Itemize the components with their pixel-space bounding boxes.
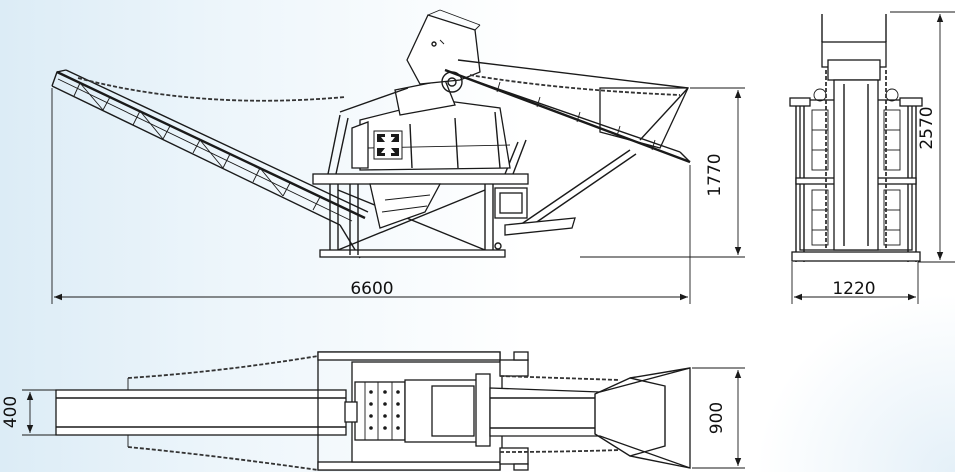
crusher-logo-icon xyxy=(373,130,403,160)
discharge-conveyor xyxy=(444,59,691,164)
front-view: 2570 1220 xyxy=(789,11,955,304)
dim-1220-label: 1220 xyxy=(832,279,875,299)
main-frame xyxy=(312,114,637,258)
dim-2570-label: 2570 xyxy=(917,106,937,149)
dim-1770-label: 1770 xyxy=(705,153,725,196)
dim-6600-label: 6600 xyxy=(350,279,393,299)
dim-900-label: 900 xyxy=(707,402,727,434)
crusher-body xyxy=(339,9,511,171)
dim-400-label: 400 xyxy=(1,396,21,428)
side-view: 6600 1770 xyxy=(51,9,745,304)
dim-side-height: 1770 xyxy=(580,87,745,258)
background-fade xyxy=(755,292,955,472)
top-view: 400 900 xyxy=(1,351,745,471)
dim-overall-length: 6600 xyxy=(51,88,691,304)
inclined-conveyor xyxy=(51,69,369,259)
